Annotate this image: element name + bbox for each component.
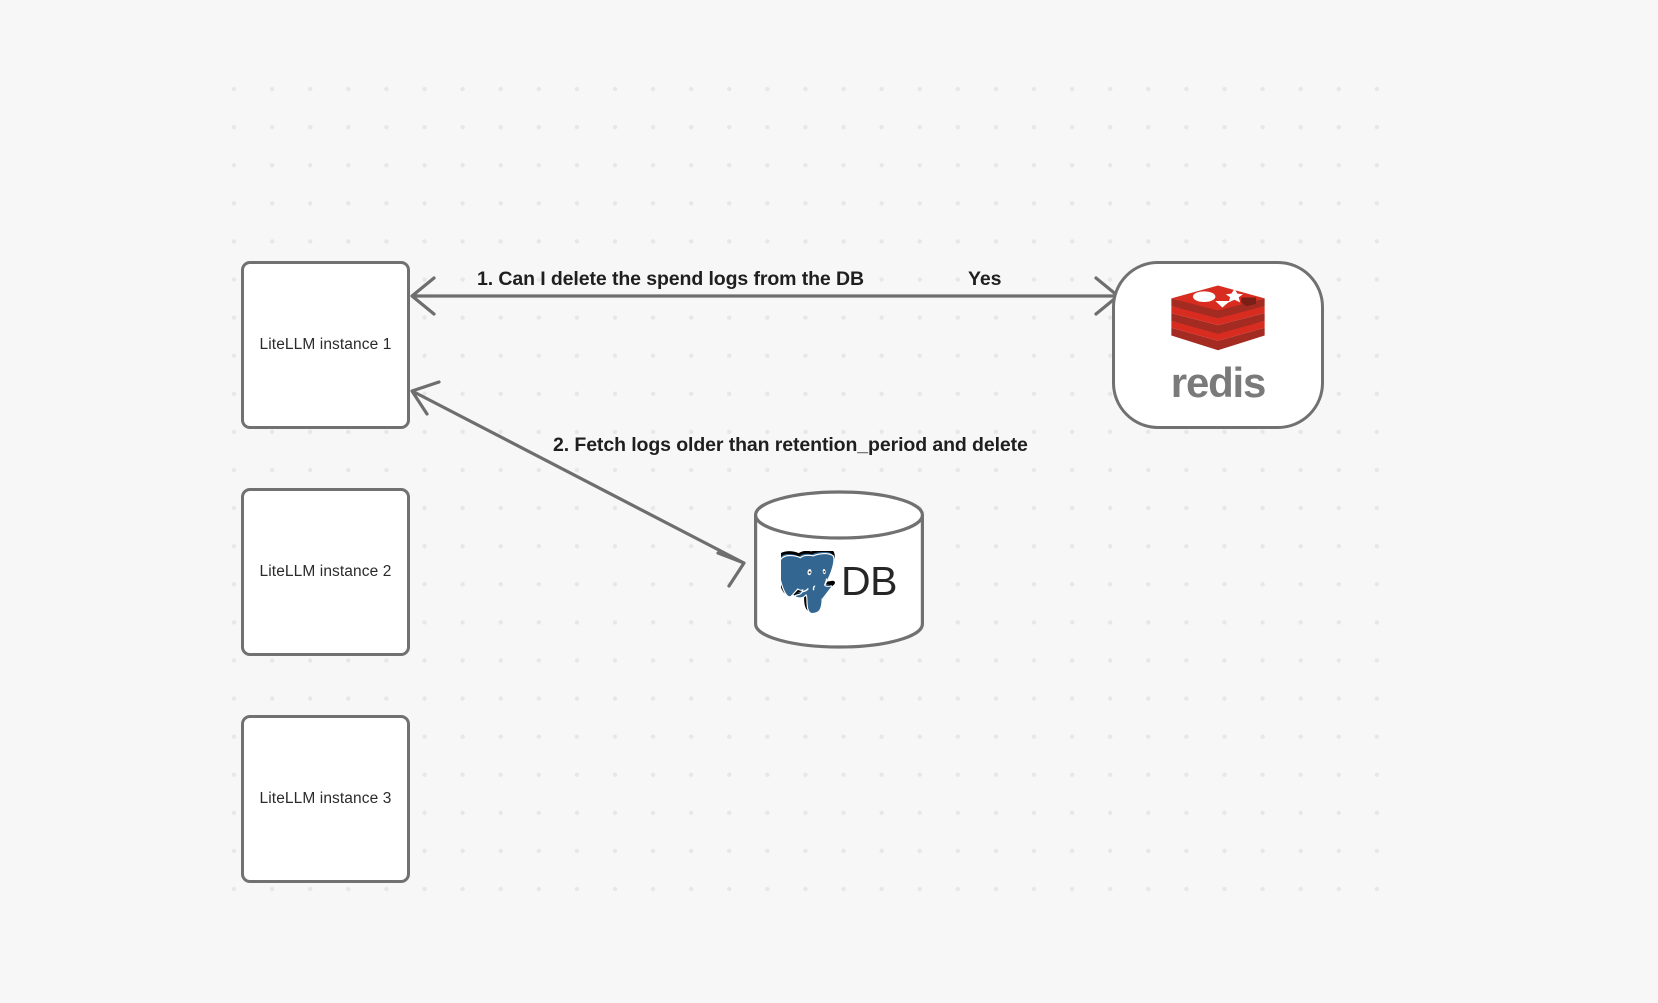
redis-logo: redis (1164, 282, 1272, 404)
cylinder-shape (753, 490, 925, 649)
node-litellm-instance-1[interactable]: LiteLLM instance 1 (241, 261, 410, 429)
redis-stack-icon (1171, 285, 1265, 351)
node-database[interactable]: DB (752, 489, 926, 650)
node-label: LiteLLM instance 3 (259, 790, 392, 807)
arrowhead-upleft-litellm1 (410, 380, 441, 416)
edge-label-step-2: 2. Fetch logs older than retention_perio… (553, 434, 1028, 456)
db-logo-group: DB (752, 501, 926, 662)
edge-litellm1-db (412, 390, 744, 564)
edge-label-step-1: 1. Can I delete the spend logs from the … (477, 268, 864, 290)
db-label: DB (841, 558, 897, 604)
node-redis[interactable]: redis (1112, 261, 1324, 429)
node-litellm-instance-3[interactable]: LiteLLM instance 3 (241, 715, 410, 883)
node-label: LiteLLM instance 2 (259, 563, 392, 580)
node-label: LiteLLM instance 1 (259, 336, 392, 353)
arrowhead-downright-db (716, 551, 746, 588)
postgresql-elephant-icon (781, 550, 835, 613)
arrowhead-left-litellm1 (410, 276, 436, 316)
node-litellm-instance-2[interactable]: LiteLLM instance 2 (241, 488, 410, 656)
edge-label-yes: Yes (968, 268, 1002, 290)
redis-wordmark: redis (1170, 359, 1267, 406)
